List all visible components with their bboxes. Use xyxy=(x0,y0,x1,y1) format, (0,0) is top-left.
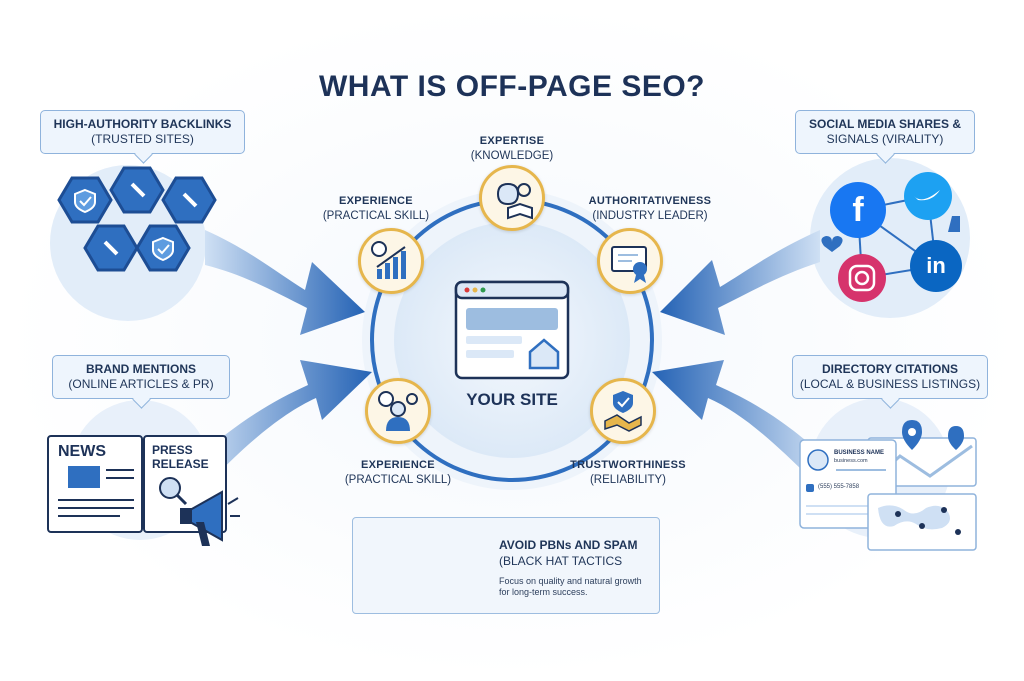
pillar-expertise xyxy=(479,165,545,231)
avoid-subtitle: (BLACK HAT TACTICS xyxy=(499,554,623,568)
pillar-experience-top-note: (PRACTICAL SKILL) xyxy=(322,210,430,222)
pillar-authoritativeness-note: (INDUSTRY LEADER) xyxy=(592,210,708,222)
press-release-label: PRESS RELEASE xyxy=(152,443,222,471)
pillar-experience-bottom-name: EXPERIENCE xyxy=(361,459,435,471)
pillar-experience-top-name: EXPERIENCE xyxy=(339,195,413,207)
callout-brand: BRAND MENTIONS (ONLINE ARTICLES & PR) xyxy=(52,355,230,399)
callout-directory: DIRECTORY CITATIONS (LOCAL & BUSINESS LI… xyxy=(792,355,988,399)
callout-backlinks: HIGH-AUTHORITY BACKLINKS (TRUSTED SITES) xyxy=(40,110,245,154)
page-title: WHAT IS OFF-PAGE SEO? xyxy=(318,70,706,103)
pillar-experience-top xyxy=(358,228,424,294)
pillar-experience-bottom xyxy=(365,378,431,444)
business-name-label: BUSINESS NAME xyxy=(834,450,885,456)
avoid-note: Focus on quality and natural growth for … xyxy=(499,576,642,597)
press-label-line1: PRESS xyxy=(152,443,193,457)
pillar-authoritativeness xyxy=(597,228,663,294)
arrow-directory xyxy=(652,360,828,480)
arrow-backlinks xyxy=(205,230,365,335)
handshake-shield-icon xyxy=(604,391,642,432)
growth-chart-icon xyxy=(371,241,406,279)
pillar-expertise-name: EXPERTISE xyxy=(479,135,545,147)
arrow-social xyxy=(660,230,820,335)
pillar-authoritativeness-name: AUTHORITATIVENESS xyxy=(588,195,712,207)
business-phone-label: (555) 555-7858 xyxy=(818,484,860,490)
your-site-label: YOUR SITE xyxy=(466,390,558,409)
news-documents xyxy=(47,435,240,546)
pillar-expertise-note: (KNOWLEDGE) xyxy=(470,150,554,162)
worker-gear-icon xyxy=(378,391,418,431)
facebook-icon: f xyxy=(852,191,864,229)
pillar-authoritativeness-label: AUTHORITATIVENESS (INDUSTRY LEADER) xyxy=(570,194,730,224)
callout-directory-title: DIRECTORY CITATIONS xyxy=(821,362,958,376)
business-website-label: business.com xyxy=(834,458,868,464)
pillar-trustworthiness-note: (RELIABILITY) xyxy=(589,474,667,486)
callout-directory-subtitle: (LOCAL & BUSINESS LISTINGS) xyxy=(799,377,981,391)
social-network xyxy=(821,172,962,302)
avoid-pbn-panel: AVOID PBNs AND SPAM (BLACK HAT TACTICS F… xyxy=(352,517,660,614)
pillar-trustworthiness xyxy=(590,378,656,444)
avoid-title: AVOID PBNs AND SPAM xyxy=(499,538,638,552)
pillar-experience-top-label: EXPERIENCE (PRACTICAL SKILL) xyxy=(306,194,446,224)
callout-social-subtitle: SIGNALS (VIRALITY) xyxy=(826,132,944,146)
press-label-line2: RELEASE xyxy=(152,457,209,471)
linkedin-icon: in xyxy=(926,253,946,278)
certificate-icon xyxy=(611,246,647,283)
pillar-experience-bottom-label: EXPERIENCE (PRACTICAL SKILL) xyxy=(328,458,468,488)
brain-book-icon xyxy=(496,182,533,220)
pillar-experience-bottom-note: (PRACTICAL SKILL) xyxy=(344,474,452,486)
callout-backlinks-subtitle: (TRUSTED SITES) xyxy=(91,132,194,146)
site-browser-window xyxy=(454,280,570,380)
pillar-trustworthiness-name: TRUSTWORTHINESS xyxy=(570,459,686,471)
arrow-brand xyxy=(195,360,372,482)
news-label: NEWS xyxy=(58,443,106,460)
callout-social-title: SOCIAL MEDIA SHARES & xyxy=(808,117,961,131)
directory-illustration xyxy=(799,420,977,551)
callout-backlinks-title: HIGH-AUTHORITY BACKLINKS xyxy=(53,117,232,131)
callout-brand-subtitle: (ONLINE ARTICLES & PR) xyxy=(68,377,214,391)
backlink-shields xyxy=(74,182,198,262)
callout-brand-title: BRAND MENTIONS xyxy=(86,362,196,376)
pillar-expertise-label: EXPERTISE (KNOWLEDGE) xyxy=(452,134,572,164)
callout-social: SOCIAL MEDIA SHARES & SIGNALS (VIRALITY) xyxy=(795,110,975,154)
pillar-trustworthiness-label: TRUSTWORTHINESS (RELIABILITY) xyxy=(558,458,698,488)
